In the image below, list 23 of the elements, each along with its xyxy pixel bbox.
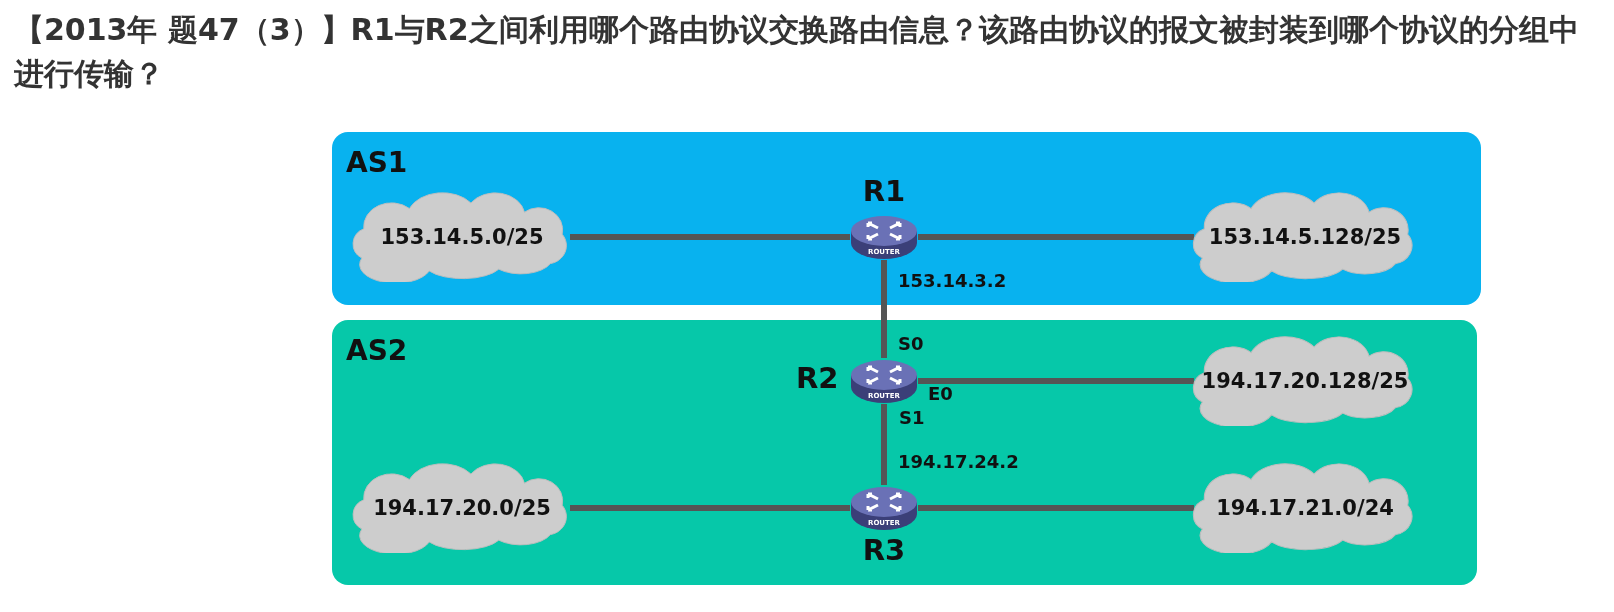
interface-label: 153.14.3.2 — [898, 270, 1007, 291]
network-address: 194.17.20.128/25 — [1201, 369, 1409, 393]
zone-panel — [332, 320, 1477, 585]
network-link — [570, 505, 850, 511]
interface-label: S1 — [899, 407, 925, 428]
interface-label: 194.17.24.2 — [898, 451, 1019, 472]
network-address: 194.17.21.0/24 — [1216, 496, 1394, 520]
network-link — [918, 505, 1194, 511]
zone-panel — [332, 132, 1481, 305]
interface-label: S0 — [898, 333, 924, 354]
zone-label: AS2 — [346, 334, 408, 367]
zone-label: AS1 — [346, 146, 408, 179]
question-title: 【2013年 题47（3）】R1与R2之间利用哪个路由协议交换路由信息？该路由协议的报文被封装到哪个协议的分组中进行传输？ — [14, 11, 1580, 93]
interface-label: E0 — [928, 383, 953, 404]
network-link — [918, 378, 1194, 384]
network-address: 153.14.5.128/25 — [1208, 225, 1402, 249]
router-label: R3 — [862, 533, 906, 567]
router-label: R1 — [862, 174, 906, 208]
network-link — [570, 234, 850, 240]
network-link — [918, 234, 1194, 240]
router-label: R2 — [796, 361, 839, 395]
network-address: 153.14.5.0/25 — [380, 225, 544, 249]
network-address: 194.17.20.0/25 — [373, 496, 551, 520]
